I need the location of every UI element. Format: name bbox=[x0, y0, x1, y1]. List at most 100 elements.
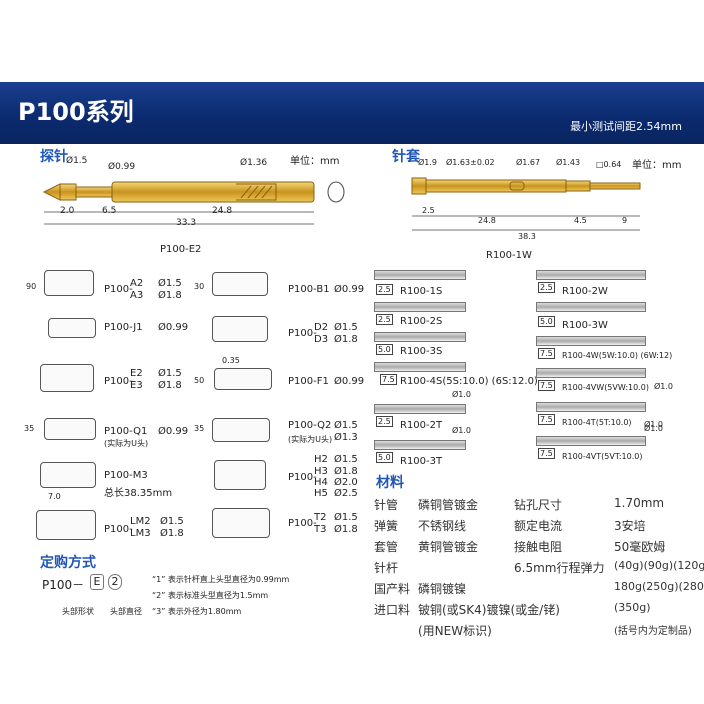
tip-q2-d1: Ø1.5 bbox=[334, 420, 358, 431]
order-box-shape: E bbox=[90, 574, 104, 590]
sleeve-4w-dim: 7.5 bbox=[538, 348, 555, 359]
tip-d-d2: Ø1.8 bbox=[334, 334, 358, 345]
sleeve-dim-d1: Ø1.9 bbox=[418, 158, 438, 167]
sleeve-4vt-drawing bbox=[536, 436, 646, 446]
tip-q2-d2: Ø1.3 bbox=[334, 432, 358, 443]
tip-m3-model: P100-M3 bbox=[104, 470, 148, 481]
tip-f1-extra: 0.35 bbox=[222, 356, 240, 365]
tip-d-code: D2 bbox=[314, 322, 329, 333]
tip-a-model: P100- bbox=[104, 284, 133, 295]
mat-v-4: 磷铜镀镍 bbox=[418, 582, 467, 596]
sleeve-3t-dim: 5.0 bbox=[376, 452, 393, 463]
sleeve-3t-drawing bbox=[374, 440, 466, 450]
mat-v-3 bbox=[418, 559, 514, 576]
sleeve-1s-dim: 2.5 bbox=[376, 284, 393, 295]
tip-b1-angle: 30 bbox=[194, 282, 205, 291]
sleeve-4s-label: R100-4S(5S:10.0) (6S:12.0) bbox=[400, 376, 538, 387]
tip-e-model: P100- bbox=[104, 376, 133, 387]
sleeve-dim-a: 2.5 bbox=[422, 206, 435, 215]
probe-dim-b: 6.5 bbox=[102, 206, 117, 216]
tip-lm-code2: LM3 bbox=[130, 528, 151, 539]
sleeve-4vw-d: Ø1.0 bbox=[654, 382, 674, 391]
tip-d-code2: D3 bbox=[314, 334, 329, 345]
sleeve-1s-drawing bbox=[374, 270, 466, 280]
tip-h-drawing bbox=[214, 460, 266, 490]
tip-b1-d1: Ø0.99 bbox=[334, 284, 365, 295]
tip-q2-angle: 35 bbox=[194, 424, 205, 433]
tip-f1-model: P100-F1 bbox=[288, 376, 329, 387]
tip-q1-model: P100-Q1 bbox=[104, 426, 148, 437]
mat-v2-4: 180g(250g)(280g) bbox=[614, 580, 704, 593]
mat-k-3: 针杆 bbox=[374, 561, 399, 575]
header-banner bbox=[0, 82, 704, 144]
tip-q2-note: (实际为U头) bbox=[288, 435, 333, 444]
sleeve-2t-drawing bbox=[374, 404, 466, 414]
mat-v2-6: (括号内为定制品) bbox=[614, 626, 692, 637]
mat-k2-4 bbox=[514, 580, 614, 597]
mat-v-5: 铍铜(或SK4)镀镍(或金/铑) bbox=[418, 603, 560, 617]
sleeve-3t-d: Ø1.0 bbox=[452, 426, 472, 435]
sleeve-2w-dim: 2.5 bbox=[538, 282, 555, 293]
tip-a-d2: Ø1.8 bbox=[158, 290, 182, 301]
sleeve-section-title: 针套 bbox=[392, 149, 420, 165]
materials-grid: 针管 磷铜管镀金 钻孔尺寸 1.70mm 弹簧 不锈钢线 额定电流 3安培 套管… bbox=[374, 496, 704, 639]
sleeve-2t-d: Ø1.0 bbox=[452, 390, 472, 399]
tip-q2-model: P100-Q2 bbox=[288, 420, 332, 431]
tip-q1-drawing bbox=[44, 418, 96, 440]
sleeve-2s-dim: 2.5 bbox=[376, 314, 393, 325]
probe-dim-d2: Ø0.99 bbox=[108, 162, 136, 172]
materials-title: 材料 bbox=[376, 475, 404, 491]
tip-h-code-3: H5 bbox=[314, 488, 328, 499]
sleeve-3w-dim: 5.0 bbox=[538, 316, 555, 327]
tip-j-d1: Ø0.99 bbox=[158, 322, 189, 333]
tip-t-code: T2 bbox=[314, 512, 327, 523]
tip-j-model: P100-J1 bbox=[104, 322, 143, 333]
sleeve-4vw-drawing bbox=[536, 368, 646, 378]
order-prefix: P100－ bbox=[42, 578, 85, 592]
order-note-3: “3” 表示外径为1.80mm bbox=[152, 607, 242, 616]
tip-q1-note: (实际为U头) bbox=[104, 439, 149, 448]
sleeve-dim-d3: Ø1.67 bbox=[516, 158, 541, 167]
mat-v2-3: (40g)(90g)(120g) bbox=[614, 559, 704, 572]
page-subtitle: 最小测试间距2.54mm bbox=[570, 120, 682, 133]
sleeve-4w-label: R100-4W(5W:10.0) (6W:12) bbox=[562, 351, 673, 360]
order-note-2: “2” 表示标准头型直径为1.5mm bbox=[152, 591, 269, 600]
sleeve-dim-sq: □0.64 bbox=[596, 160, 622, 169]
sleeve-dim-b: 24.8 bbox=[478, 216, 496, 225]
tip-m3-note: 总长38.35mm bbox=[104, 488, 173, 499]
tip-h-code-0: H2 bbox=[314, 454, 328, 465]
mat-k-5: 进口料 bbox=[374, 603, 411, 617]
tip-h-model: P100- bbox=[288, 472, 317, 483]
probe-unit: 单位：mm bbox=[290, 156, 340, 167]
mat-k2-1: 额定电流 bbox=[514, 519, 563, 533]
mat-v2-0: 1.70mm bbox=[614, 496, 665, 510]
tip-q1-angle: 35 bbox=[24, 424, 35, 433]
sleeve-4vt-dim: 7.5 bbox=[538, 448, 555, 459]
order-label-diameter: 头部直径 bbox=[110, 607, 142, 616]
sleeve-2s-label: R100-2S bbox=[400, 316, 443, 327]
tip-lm-model: P100- bbox=[104, 524, 133, 535]
sleeve-dim-d: 9 bbox=[622, 216, 628, 225]
sleeve-model: R100-1W bbox=[486, 250, 532, 261]
mat-k-6 bbox=[374, 622, 418, 639]
tip-q1-d1: Ø0.99 bbox=[158, 426, 189, 437]
sleeve-dim-d2: Ø1.63±0.02 bbox=[446, 158, 495, 167]
tip-a-drawing bbox=[44, 270, 94, 296]
tip-a-code: A2 bbox=[130, 278, 144, 289]
tip-h-d-0: Ø1.5 bbox=[334, 454, 358, 465]
tip-d-model: P100- bbox=[288, 328, 317, 339]
sleeve-3s-label: R100-3S bbox=[400, 346, 443, 357]
tip-e-d1: Ø1.5 bbox=[158, 368, 182, 379]
order-box-dia: 2 bbox=[108, 574, 122, 590]
sleeve-2w-drawing bbox=[536, 270, 646, 280]
order-title: 定购方式 bbox=[40, 555, 96, 571]
page-title: P100系列 bbox=[18, 98, 134, 126]
sleeve-1s-label: R100-1S bbox=[400, 286, 443, 297]
mat-v-6: (用NEW标识) bbox=[418, 624, 492, 638]
tip-e-code2: E3 bbox=[130, 380, 143, 391]
tip-e-drawing bbox=[40, 364, 94, 392]
tip-m3-drawing bbox=[40, 462, 96, 488]
tip-a-code2: A3 bbox=[130, 290, 144, 301]
tip-j-drawing bbox=[48, 318, 96, 338]
sleeve-3w-drawing bbox=[536, 302, 646, 312]
